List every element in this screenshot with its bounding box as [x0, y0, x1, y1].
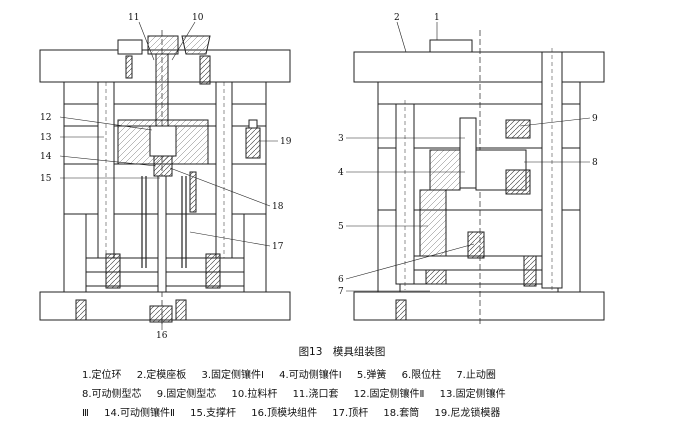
figure-caption: 图13 模具组装图 — [298, 346, 386, 358]
right-view-labels: 1 2 3 4 5 6 7 9 8 — [338, 13, 598, 297]
legend-item: 3.固定侧镶件Ⅰ — [201, 370, 264, 381]
label-10: 10 — [192, 13, 204, 23]
legend-row: Ⅲ 14.可动侧镶件Ⅱ 15.支撑杆 16.顶模块组件 17.顶杆 18.套筒 … — [82, 404, 642, 419]
label-17: 17 — [272, 242, 284, 252]
legend-item: 10.拉料杆 — [231, 389, 278, 400]
legend-item: 18.套筒 — [383, 408, 420, 419]
label-8: 8 — [592, 158, 598, 168]
label-18: 18 — [272, 202, 284, 212]
label-1: 1 — [434, 13, 440, 23]
label-16: 16 — [156, 331, 168, 340]
mold-assembly-drawing: 11 10 12 13 14 15 19 18 17 16 1 2 3 4 5 … — [39, 13, 605, 340]
label-6: 6 — [338, 275, 344, 285]
legend-item: 6.限位柱 — [401, 370, 442, 381]
label-5: 5 — [338, 222, 344, 232]
label-14: 14 — [40, 152, 52, 162]
legend-item: 11.浇口套 — [292, 389, 339, 400]
legend-row: 1.定位环 2.定模座板 3.固定侧镶件Ⅰ 4.可动侧镶件Ⅰ 5.弹簧 6.限位… — [82, 366, 642, 381]
legend-item: 1.定位环 — [82, 370, 122, 381]
label-13: 13 — [40, 133, 52, 143]
label-9: 9 — [592, 114, 598, 124]
label-12: 12 — [40, 113, 51, 123]
legend-item: 9.固定侧型芯 — [156, 389, 217, 400]
legend-item: 17.顶杆 — [332, 408, 369, 419]
legend-item: Ⅲ — [82, 408, 89, 419]
left-view — [39, 21, 291, 330]
label-4: 4 — [338, 168, 344, 178]
left-view-labels: 11 10 12 13 14 15 19 18 17 16 — [40, 13, 292, 340]
legend-item: 15.支撑杆 — [190, 408, 237, 419]
legend-item: 12.固定侧镶件Ⅱ — [353, 389, 425, 400]
legend-item: 4.可动侧镶件Ⅰ — [279, 370, 342, 381]
label-7: 7 — [338, 287, 344, 297]
right-locating-ring — [429, 39, 473, 53]
label-15: 15 — [40, 174, 52, 184]
legend-item: 19.尼龙锁模器 — [434, 408, 501, 419]
legend-item: 16.顶模块组件 — [251, 408, 318, 419]
legend-item: 7.止动圈 — [456, 370, 496, 381]
right-view — [345, 21, 605, 325]
legend-item: 5.弹簧 — [356, 370, 387, 381]
label-3: 3 — [338, 134, 344, 144]
legend-item: 8.可动侧型芯 — [82, 389, 142, 400]
right-top-clamping-plate — [353, 51, 605, 83]
legend-row: 8.可动侧型芯 9.固定侧型芯 10.拉料杆 11.浇口套 12.固定侧镶件Ⅱ … — [82, 385, 642, 400]
legend-item: 13.固定侧镶件 — [439, 389, 506, 400]
label-11: 11 — [128, 13, 139, 23]
legend-item: 14.可动侧镶件Ⅱ — [104, 408, 175, 419]
legend-item: 2.定模座板 — [136, 370, 187, 381]
label-19: 19 — [280, 137, 292, 147]
label-2: 2 — [394, 13, 400, 23]
